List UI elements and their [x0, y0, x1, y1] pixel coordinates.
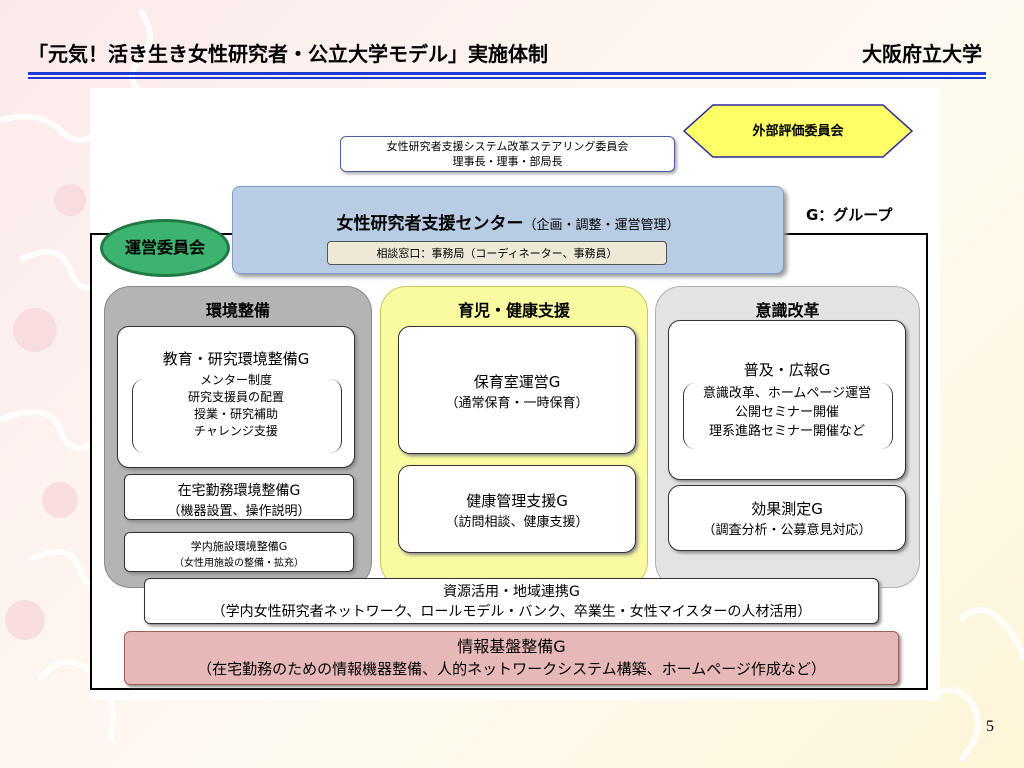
card-item: メンター制度: [199, 373, 272, 387]
support-center-name: 女性研究者支援センター: [336, 214, 524, 234]
resource-heading: 資源活用・地域連携G: [443, 584, 580, 600]
info-sub: （在宅勤務のための情報機器整備、人的ネットワークシステム構築、ホームページ作成な…: [197, 660, 826, 678]
slide-title: 「元気！活き生き女性研究者・公立大学モデル」実施体制: [28, 42, 548, 66]
card-heading: 普及・広報G: [743, 361, 831, 379]
resource-utilization-box: 資源活用・地域連携G （学内女性研究者ネットワーク、ロールモデル・バンク、卒業生…: [144, 578, 879, 624]
card-heading: 効果測定G: [751, 500, 823, 518]
column-awareness-title: 意識改革: [755, 301, 820, 320]
support-center-title: 女性研究者支援センター（企画・調整・運営管理）: [233, 209, 783, 234]
steering-committee-members: 理事長・理事・部局長: [452, 155, 563, 168]
organization-name: 大阪府立大学: [862, 42, 982, 66]
column-childcare-health-title: 育児・健康支援: [457, 301, 570, 320]
group-legend: G：グループ: [806, 206, 893, 224]
page-number: 5: [986, 718, 994, 735]
telework-env-card: 在宅勤務環境整備G （機器設置、操作説明）: [124, 474, 354, 520]
card-sub: （調査分析・公募意見対応）: [702, 523, 872, 538]
card-heading: 健康管理支援G: [466, 492, 568, 510]
card-heading: 保育室運営G: [473, 373, 561, 391]
health-support-card: 健康管理支援G （訪問相談、健康支援）: [398, 465, 636, 553]
card-sub: （通常保育・一時保育）: [445, 396, 589, 411]
management-committee: 運営委員会: [100, 219, 230, 277]
card-item: 研究支援員の配置: [187, 390, 284, 404]
card-heading: 教育・研究環境整備G: [162, 350, 310, 368]
title-rule-top: [28, 72, 986, 75]
card-item: チャレンジ支援: [194, 424, 278, 438]
card-item: 理系進路セミナー開催など: [708, 424, 865, 439]
column-environment-title: 環境整備: [205, 301, 270, 320]
nursery-card: 保育室運営G （通常保育・一時保育）: [398, 326, 636, 454]
external-eval-label: 外部評価委員会: [752, 124, 844, 139]
card-heading: 在宅勤務環境整備G: [177, 483, 301, 499]
card-item: 意識改革、ホームページ運営: [702, 386, 872, 401]
info-heading: 情報基盤整備G: [457, 637, 566, 656]
info-infrastructure-box: 情報基盤整備G （在宅勤務のための情報機器整備、人的ネットワークシステム構築、ホ…: [124, 631, 899, 685]
external-eval-shape: [683, 104, 913, 158]
campus-facility-card: 学内施設環境整備G （女性用施設の整備・拡充）: [124, 532, 354, 572]
card-item: 授業・研究補助: [193, 407, 278, 421]
steering-committee-box: 女性研究者支援システム改革ステアリング委員会 理事長・理事・部局長: [340, 136, 675, 172]
card-heading: 学内施設環境整備G: [190, 540, 288, 553]
pr-card: 普及・広報G 意識改革、ホームページ運営 公開セミナー開催 理系進路セミナー開催…: [668, 320, 906, 480]
bracket-group: [683, 383, 893, 449]
steering-committee-name: 女性研究者支援システム改革ステアリング委員会: [386, 140, 629, 153]
title-rule-bottom: [28, 77, 986, 79]
effect-measure-card: 効果測定G （調査分析・公募意見対応）: [668, 485, 906, 551]
card-sub: （機器設置、操作説明）: [167, 504, 311, 519]
card-sub: （女性用施設の整備・拡充）: [174, 558, 304, 569]
support-center-role: （企画・調整・運営管理）: [523, 218, 680, 233]
card-sub: （訪問相談、健康支援）: [445, 515, 589, 530]
support-center-box: 女性研究者支援センター（企画・調整・運営管理） 相談窓口：事務局（コーディネータ…: [232, 186, 784, 274]
resource-sub: （学内女性研究者ネットワーク、ロールモデル・バンク、卒業生・女性マイスターの人材…: [211, 604, 812, 620]
consultation-desk: 相談窓口：事務局（コーディネーター、事務員）: [327, 241, 667, 265]
bracket-group: [132, 379, 342, 453]
card-item: 公開セミナー開催: [734, 405, 839, 420]
education-research-env-card: 教育・研究環境整備G メンター制度 研究支援員の配置 授業・研究補助 チャレンジ…: [117, 326, 355, 468]
